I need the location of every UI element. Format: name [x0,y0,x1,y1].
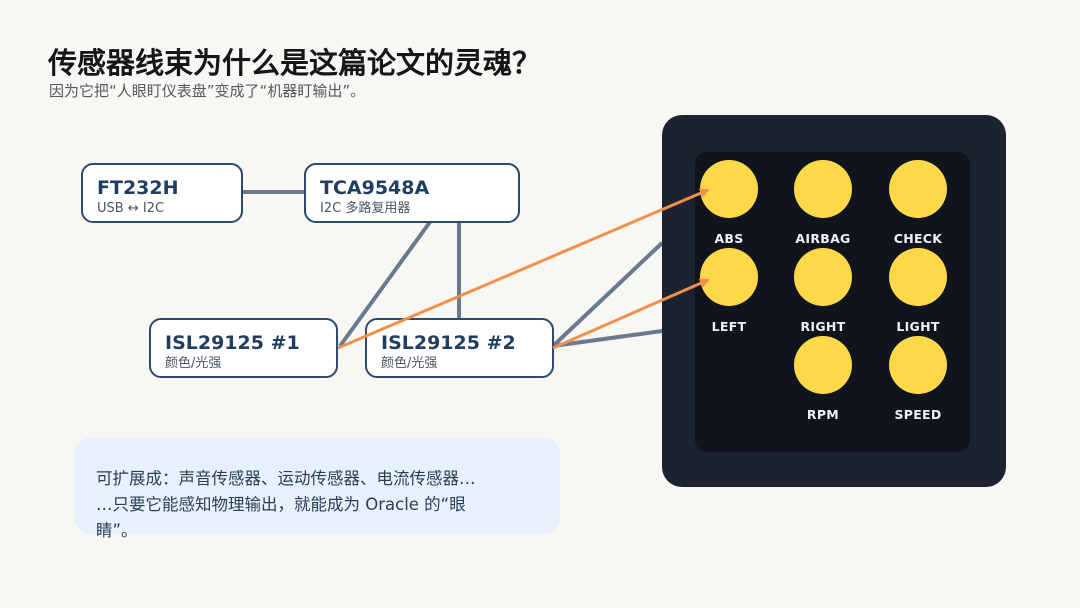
lamp-label-rpm: RPM [806,407,840,422]
lamp-abs [700,160,758,218]
node-ft232h-name: FT232H [97,177,179,199]
page-subtitle: 因为它把“人眼盯仪表盘”变成了“机器盯输出”。 [49,82,366,100]
lamp-label-airbag: AIRBAG [795,231,851,246]
node-isl29125-2-name: ISL29125 #2 [381,332,516,354]
lamp-check [889,160,947,218]
link-isl2-dash-a [551,241,664,348]
node-isl29125-1: ISL29125 #1 颜色/光强 [149,318,338,378]
note-line-1: 可扩展成：声音传感器、运动传感器、电流传感器… [96,469,476,488]
lamp-left [700,248,758,306]
lamp-speed [889,336,947,394]
lamp-label-abs: ABS [714,231,744,246]
note-callout: 可扩展成：声音传感器、运动传感器、电流传感器… …只要它能感知物理输出，就能成为… [74,438,560,540]
node-ft232h: FT232H USB ↔ I2C [81,163,243,223]
lamp-rpm [794,336,852,394]
lamp-label-light: LIGHT [896,319,940,334]
node-isl29125-1-name: ISL29125 #1 [165,332,300,354]
lamp-right [794,248,852,306]
node-isl29125-2: ISL29125 #2 颜色/光强 [365,318,554,378]
lamp-label-check: CHECK [893,231,943,246]
node-tca9548a-name: TCA9548A [320,177,430,199]
node-ft232h-desc: USB ↔ I2C [97,201,165,216]
note-line-2: …只要它能感知物理输出，就能成为 Oracle 的“眼 [96,495,466,514]
lamp-airbag [794,160,852,218]
node-tca9548a-desc: I2C 多路复用器 [320,201,411,216]
page-title: 传感器线束为什么是这篇论文的灵魂？ [48,46,542,80]
lamp-label-speed: SPEED [894,407,942,422]
node-isl29125-1-desc: 颜色/光强 [165,356,222,371]
note-line-3: 睛”。 [96,521,138,540]
lamp-label-right: RIGHT [800,319,846,334]
lamp-label-left: LEFT [711,319,747,334]
node-tca9548a: TCA9548A I2C 多路复用器 [304,163,520,223]
node-isl29125-2-desc: 颜色/光强 [381,356,438,371]
lamp-light [889,248,947,306]
